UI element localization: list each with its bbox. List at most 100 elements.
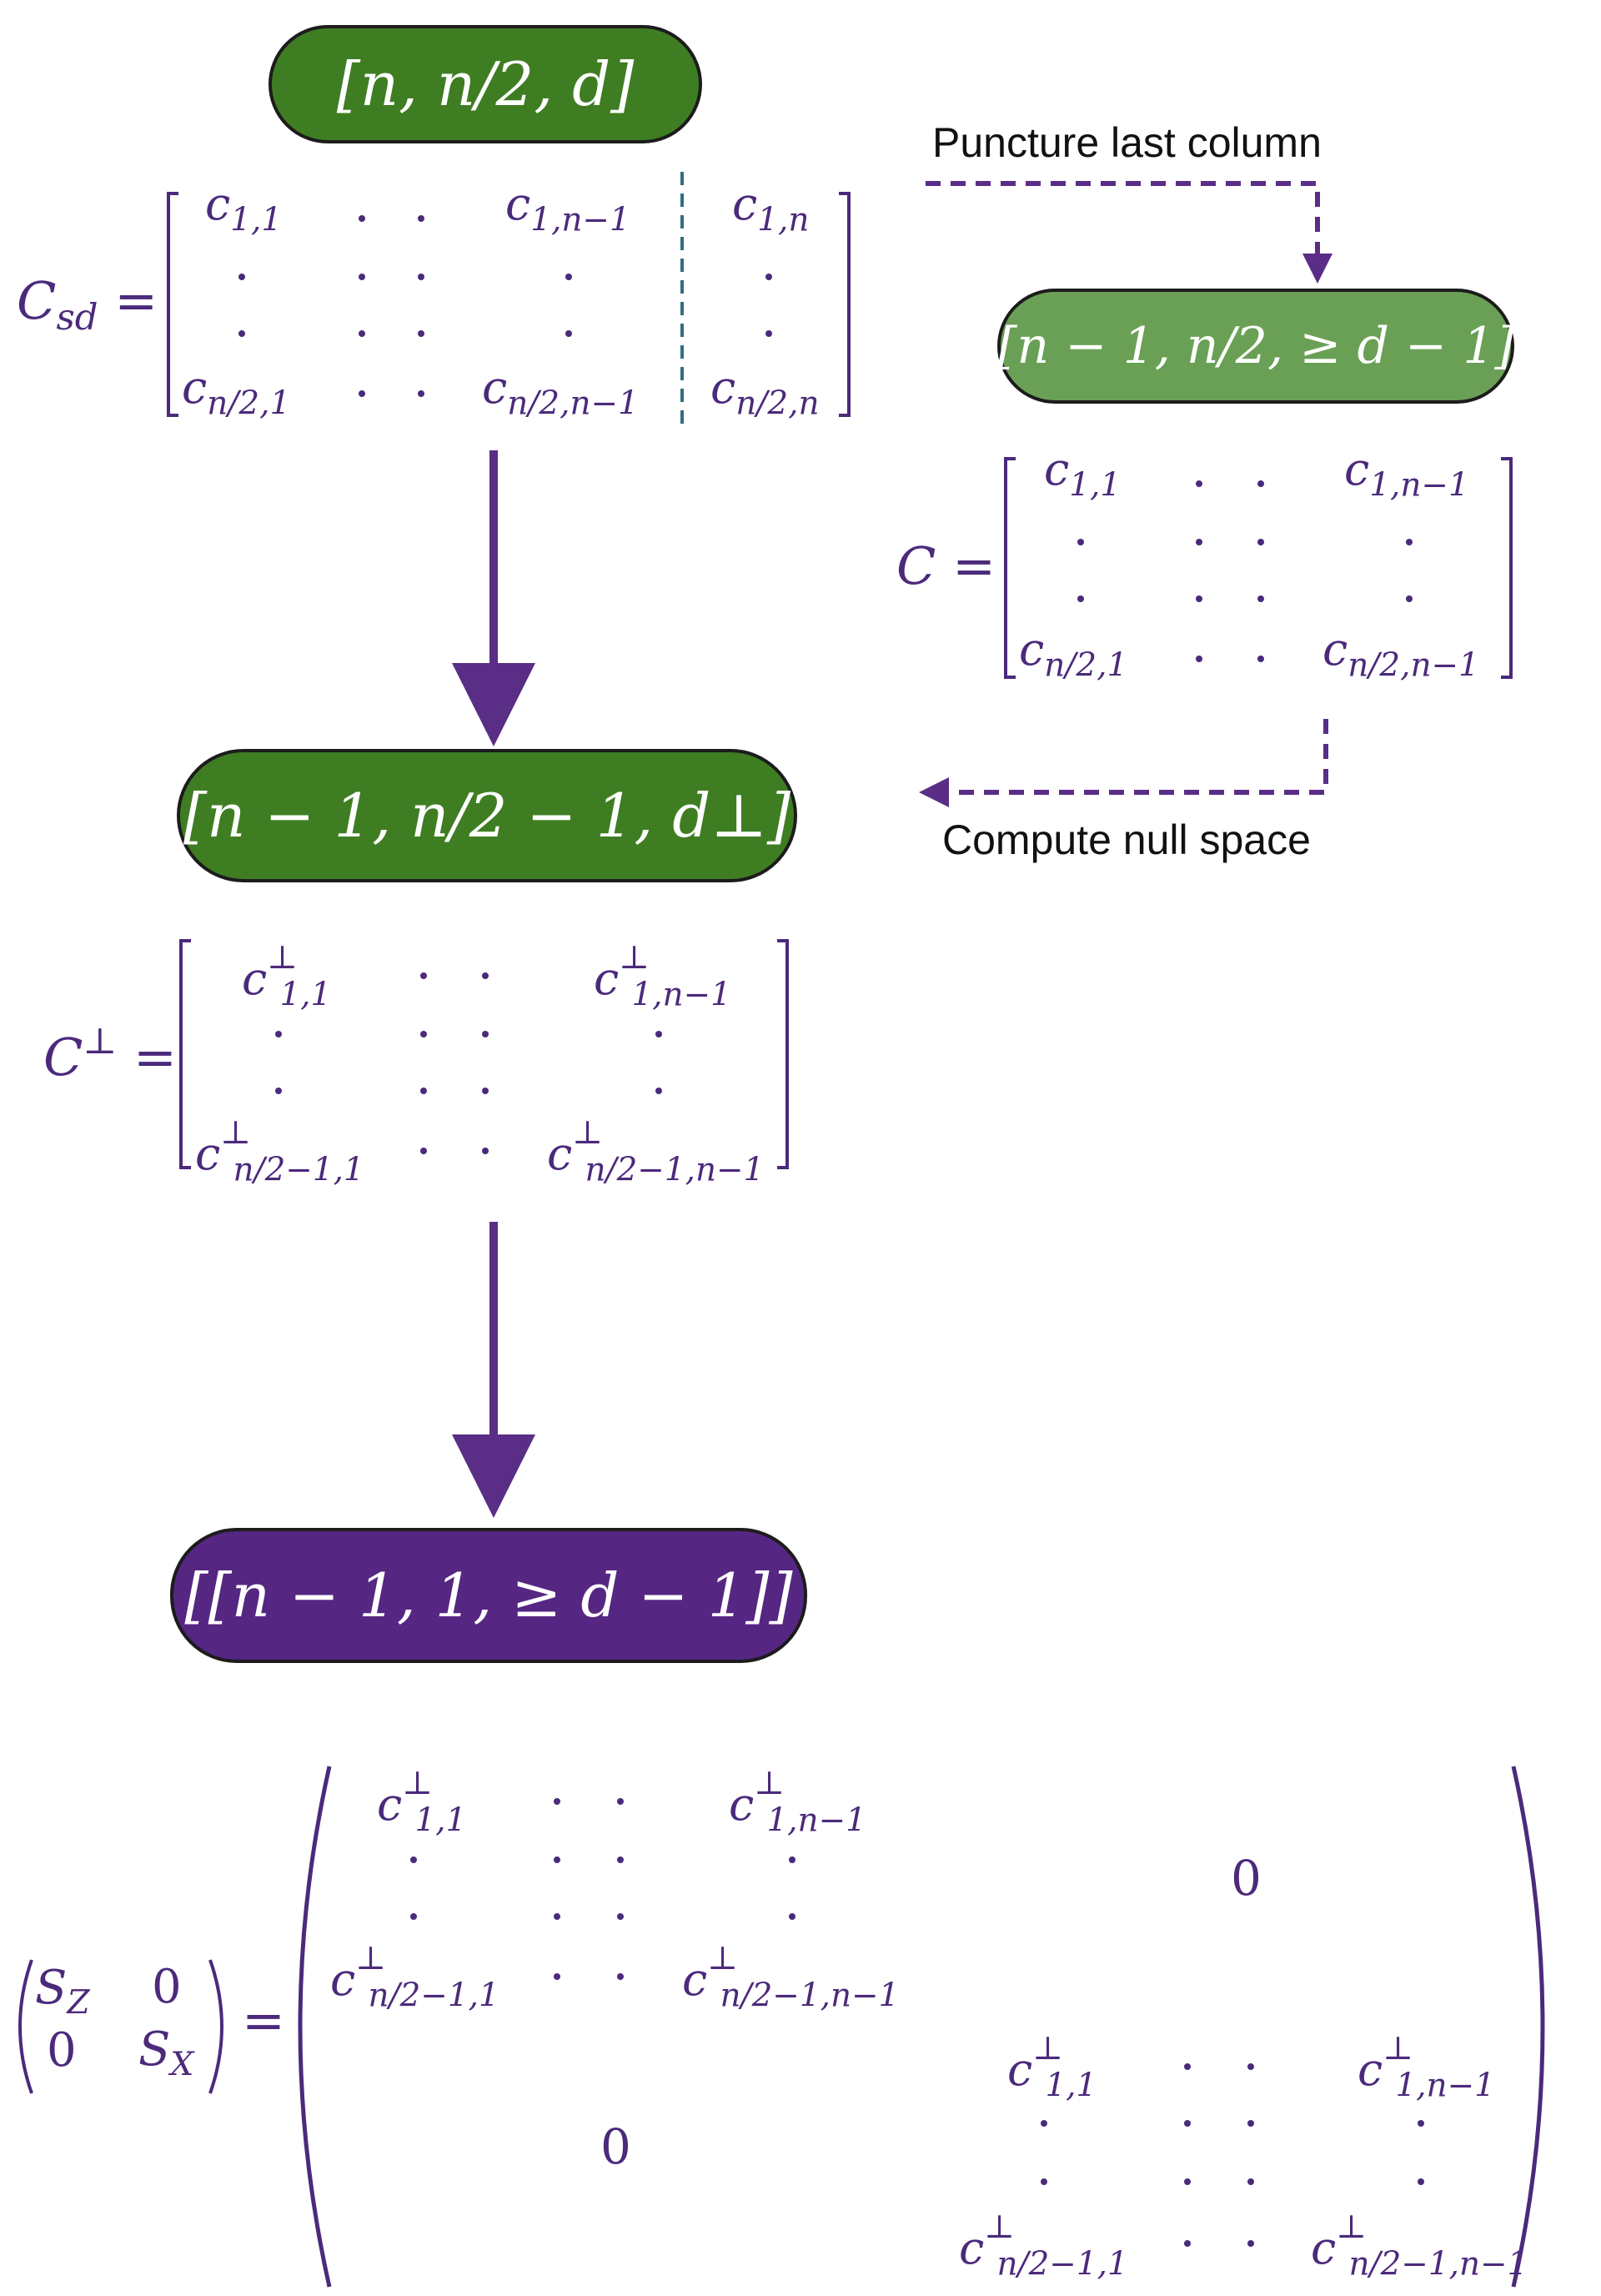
zero-block-top-right: 0 xyxy=(1231,1850,1262,1907)
ellipsis-dot xyxy=(482,972,489,979)
ellipsis-dot xyxy=(420,972,427,979)
ellipsis-dot xyxy=(1257,656,1264,662)
ellipsis-dot xyxy=(275,1088,282,1094)
matrix-entry: c⊥1,1 xyxy=(242,939,332,1014)
csd-matrix-brackets xyxy=(167,192,851,417)
ellipsis-dot xyxy=(418,274,424,280)
ellipsis-dot xyxy=(655,1088,662,1094)
ellipsis-dot xyxy=(1196,595,1202,602)
ellipsis-dot xyxy=(482,1148,489,1154)
stab-equals: = xyxy=(242,1990,285,2051)
ellipsis-dot xyxy=(359,390,365,397)
matrix-entry: c⊥n/2−1,n−1 xyxy=(1311,2208,1528,2283)
ellipsis-dot xyxy=(554,1798,560,1805)
ellipsis-dot xyxy=(554,1856,560,1863)
ellipsis-dot xyxy=(1184,2063,1191,2070)
zero-block-bottom-left: 0 xyxy=(600,2118,631,2175)
ellipsis-dot xyxy=(1041,2178,1047,2185)
ellipsis-dot xyxy=(1257,539,1264,545)
matrix-entry: c1,n−1 xyxy=(1344,443,1469,505)
ellipsis-dot xyxy=(565,274,572,280)
ellipsis-dot xyxy=(655,1031,662,1037)
ellipsis-dot xyxy=(554,1973,560,1980)
ellipsis-dot xyxy=(617,1798,624,1805)
ellipsis-dot xyxy=(420,1031,427,1037)
ellipsis-dot xyxy=(1247,2178,1254,2185)
ellipsis-dot xyxy=(1184,2120,1191,2127)
ellipsis-dot xyxy=(418,330,424,337)
matrix-entry: cn/2,n−1 xyxy=(1322,623,1479,685)
ellipsis-dot xyxy=(789,1856,795,1863)
ellipsis-dot xyxy=(1196,539,1202,545)
matrix-entry: c⊥1,1 xyxy=(1007,2030,1097,2105)
ellipsis-dot xyxy=(410,1856,417,1863)
ellipsis-dot xyxy=(1041,2120,1047,2127)
ellipsis-dot xyxy=(1184,2240,1191,2247)
ellipsis-dot xyxy=(1418,2178,1424,2185)
ellipsis-dot xyxy=(482,1031,489,1037)
matrix-entry: c⊥n/2−1,1 xyxy=(330,1940,499,2015)
stab-sx: SX xyxy=(138,2022,194,2083)
stab-zero-bl: 0 xyxy=(47,2023,77,2077)
code-params-pill-dual: [n − 1, n/2 − 1, d⊥] xyxy=(177,749,797,882)
ellipsis-dot xyxy=(238,274,245,280)
ellipsis-dot xyxy=(359,330,365,337)
cperp-equals: C⊥ = xyxy=(43,1021,177,1088)
ellipsis-dot xyxy=(1077,539,1084,545)
ellipsis-dot xyxy=(1406,595,1413,602)
ellipsis-dot xyxy=(617,1856,624,1863)
null-space-label: Compute null space xyxy=(942,816,1311,863)
ellipsis-dot xyxy=(1196,480,1202,487)
ellipsis-dot xyxy=(420,1088,427,1094)
matrix-entry: cn/2,1 xyxy=(182,361,291,423)
ellipsis-dot xyxy=(1257,480,1264,487)
ellipsis-dot xyxy=(1247,2120,1254,2127)
code-params-pill-punctured: [n − 1, n/2, ≥ d − 1] xyxy=(997,289,1514,404)
ellipsis-dot xyxy=(617,1913,624,1920)
ellipsis-dot xyxy=(238,330,245,337)
stab-parentheses xyxy=(298,1766,1545,2288)
ellipsis-dot xyxy=(1077,595,1084,602)
c-matrix-brackets xyxy=(1004,457,1513,679)
ellipsis-dot xyxy=(1418,2120,1424,2127)
ellipsis-dot xyxy=(565,330,572,337)
matrix-entry: c⊥n/2−1,n−1 xyxy=(547,1114,765,1189)
ellipsis-dot xyxy=(1247,2240,1254,2247)
matrix-entry: c⊥1,1 xyxy=(377,1765,467,1840)
csd-equals: Csd = xyxy=(17,270,158,339)
ellipsis-dot xyxy=(1257,595,1264,602)
ellipsis-dot xyxy=(275,1031,282,1037)
matrix-entry: c1,1 xyxy=(205,178,283,239)
code-params-pill-quantum: [[n − 1, 1, ≥ d − 1]] xyxy=(170,1528,807,1663)
matrix-entry: c⊥n/2−1,n−1 xyxy=(682,1940,900,2015)
puncture-label: Puncture last column xyxy=(932,119,1322,166)
ellipsis-dot xyxy=(765,274,772,280)
code-params-pill-top: [n, n/2, d] xyxy=(269,25,702,143)
ellipsis-dot xyxy=(359,274,365,280)
stab-zero-tr: 0 xyxy=(152,1960,182,2014)
matrix-entry: cn/2,n xyxy=(710,361,820,423)
ellipsis-dot xyxy=(410,1913,417,1920)
ellipsis-dot xyxy=(789,1913,795,1920)
matrix-entry: c1,1 xyxy=(1044,443,1122,505)
matrix-entry: c⊥n/2−1,1 xyxy=(195,1114,364,1189)
ellipsis-dot xyxy=(482,1088,489,1094)
ellipsis-dot xyxy=(418,390,424,397)
matrix-entry: c1,n−1 xyxy=(505,178,630,239)
cperp-matrix-brackets xyxy=(179,939,789,1169)
matrix-entry: c⊥n/2−1,1 xyxy=(959,2208,1128,2283)
matrix-entry: cn/2,n−1 xyxy=(482,361,639,423)
arrow-null-space xyxy=(919,719,1328,807)
matrix-entry: c⊥1,n−1 xyxy=(729,1765,866,1840)
ellipsis-dot xyxy=(1406,539,1413,545)
matrix-entry: c⊥1,n−1 xyxy=(1358,2030,1495,2105)
ellipsis-dot xyxy=(1247,2063,1254,2070)
matrix-entry: c1,n xyxy=(732,178,810,239)
small-parentheses xyxy=(18,1959,223,2094)
ellipsis-dot xyxy=(617,1973,624,1980)
stab-sz: SZ xyxy=(35,1961,90,2022)
ellipsis-dot xyxy=(1196,656,1202,662)
matrix-entry: cn/2,1 xyxy=(1019,623,1128,685)
matrix-entry: c⊥1,n−1 xyxy=(594,939,731,1014)
